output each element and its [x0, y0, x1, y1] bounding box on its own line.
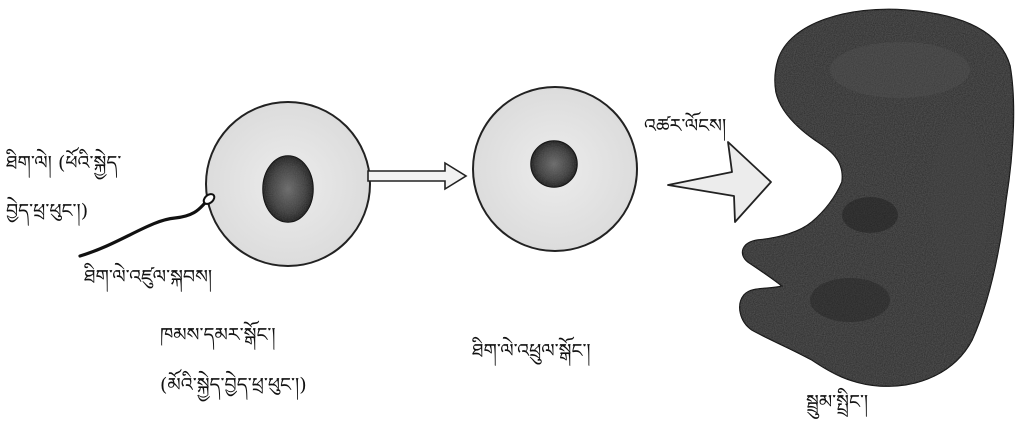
egg-cell-label: ཁམས་དམར་སྒོང་། [160, 324, 276, 346]
sperm-entering-label: ཐིག་ལེ་འཛུལ་སྐབས། [84, 266, 213, 288]
egg-cell-sublabel: (མོའི་སྐྱེད་བྱེད་ཕྲ་ཕུང་།) [160, 374, 307, 396]
sperm-label-line1: ཐིག་ལེ། (ཕོའི་སྐྱེད་ [6, 152, 122, 174]
egg-cell [205, 101, 371, 267]
arrow-2-icon [667, 141, 772, 223]
fertilized-egg [472, 86, 638, 252]
arrow-1-icon [367, 161, 468, 191]
sperm-icon [78, 193, 216, 258]
embryo-image [739, 8, 1015, 387]
fertilized-egg-label: ཐིག་ལེ་འཕྲུལ་སྒོང་། [472, 340, 591, 362]
embryo-label: སྦྲུམ་སྤྲིང་། [806, 391, 869, 413]
sperm-label-line2: བྱེད་ཕྲ་ཕུང་།) [6, 200, 89, 222]
development-label: འཚར་ལོངས། [644, 115, 727, 137]
